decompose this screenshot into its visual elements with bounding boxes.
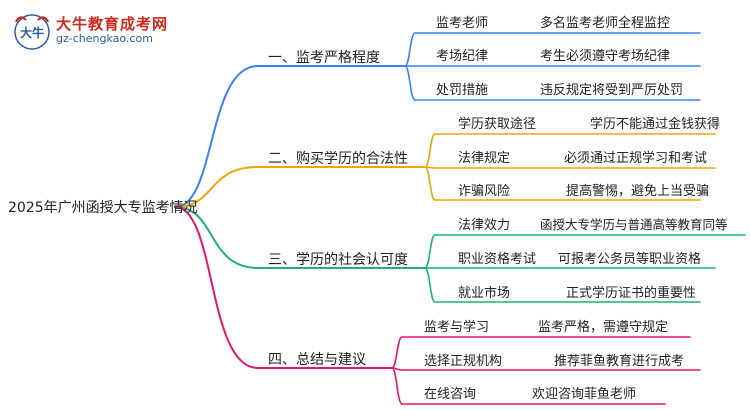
- leaf-label: 就业市场: [458, 286, 511, 301]
- branch-social-recognition: 三、学历的社会认可度: [268, 252, 408, 268]
- branch-to-leaf-edge: [391, 367, 403, 405]
- root-to-branch-edge: [174, 206, 259, 269]
- leaf-label: 监考与学习: [424, 320, 490, 335]
- leaf-label: 考场纪律: [436, 49, 489, 64]
- bull-logo-icon: 大牛: [14, 14, 50, 50]
- logo-mark: 大牛: [10, 12, 54, 52]
- leaf-label: 学历获取途径: [458, 117, 537, 132]
- branch-supervision-strictness: 一、监考严格程度: [268, 50, 380, 66]
- leaf-detail: 学历不能通过金钱获得: [590, 117, 721, 132]
- leaf-label: 职业资格考试: [458, 252, 537, 267]
- branch-to-leaf-edge: [424, 133, 436, 168]
- leaf-label: 法律规定: [458, 151, 511, 166]
- root-to-branch-edge: [174, 166, 259, 208]
- leaf-label: 选择正规机构: [424, 354, 503, 369]
- leaf-detail: 欢迎咨询菲鱼老师: [532, 387, 637, 402]
- leaf-detail: 多名监考老师全程监控: [540, 16, 671, 31]
- leaf-detail: 违反规定将受到严厉处罚: [540, 83, 684, 98]
- leaf-detail: 推荐菲鱼教育进行成考: [554, 354, 685, 369]
- leaf-detail: 正式学历证书的重要性: [566, 286, 697, 301]
- leaf-label: 法律效力: [458, 218, 511, 233]
- branch-to-leaf-edge: [404, 65, 416, 101]
- root-to-branch-edge: [174, 65, 259, 208]
- branch-summary-advice: 四、总结与建议: [268, 352, 366, 368]
- branch-to-leaf-edge: [391, 336, 403, 369]
- branch-to-leaf-edge: [424, 234, 436, 269]
- brand-name: 大牛教育成考网: [56, 15, 169, 33]
- branch-to-leaf-edge: [424, 166, 436, 201]
- leaf-label: 在线咨询: [424, 387, 477, 402]
- branch-diploma-legality: 二、购买学历的合法性: [268, 151, 408, 167]
- leaf-detail: 监考严格，需遵守规定: [538, 320, 669, 335]
- leaf-label: 监考老师: [436, 16, 489, 31]
- brand-url: gz-chengkao.com: [56, 32, 153, 45]
- root-node: 2025年广州函授大专监考情况: [8, 200, 198, 216]
- branch-to-leaf-edge: [424, 267, 436, 303]
- leaf-label: 诈骗风险: [458, 184, 511, 199]
- svg-text:大牛: 大牛: [20, 25, 44, 40]
- leaf-detail: 必须通过正规学习和考试: [564, 151, 708, 166]
- leaf-label: 处罚措施: [436, 83, 489, 98]
- branch-to-leaf-edge: [404, 32, 416, 67]
- leaf-detail: 考生必须遵守考场纪律: [540, 49, 671, 64]
- leaf-detail: 函授大专学历与普通高等教育同等: [540, 217, 728, 232]
- leaf-detail: 可报考公务员等职业资格: [558, 252, 702, 267]
- leaf-detail: 提高警惕，避免上当受骗: [566, 184, 710, 199]
- root-to-branch-edge: [174, 206, 259, 369]
